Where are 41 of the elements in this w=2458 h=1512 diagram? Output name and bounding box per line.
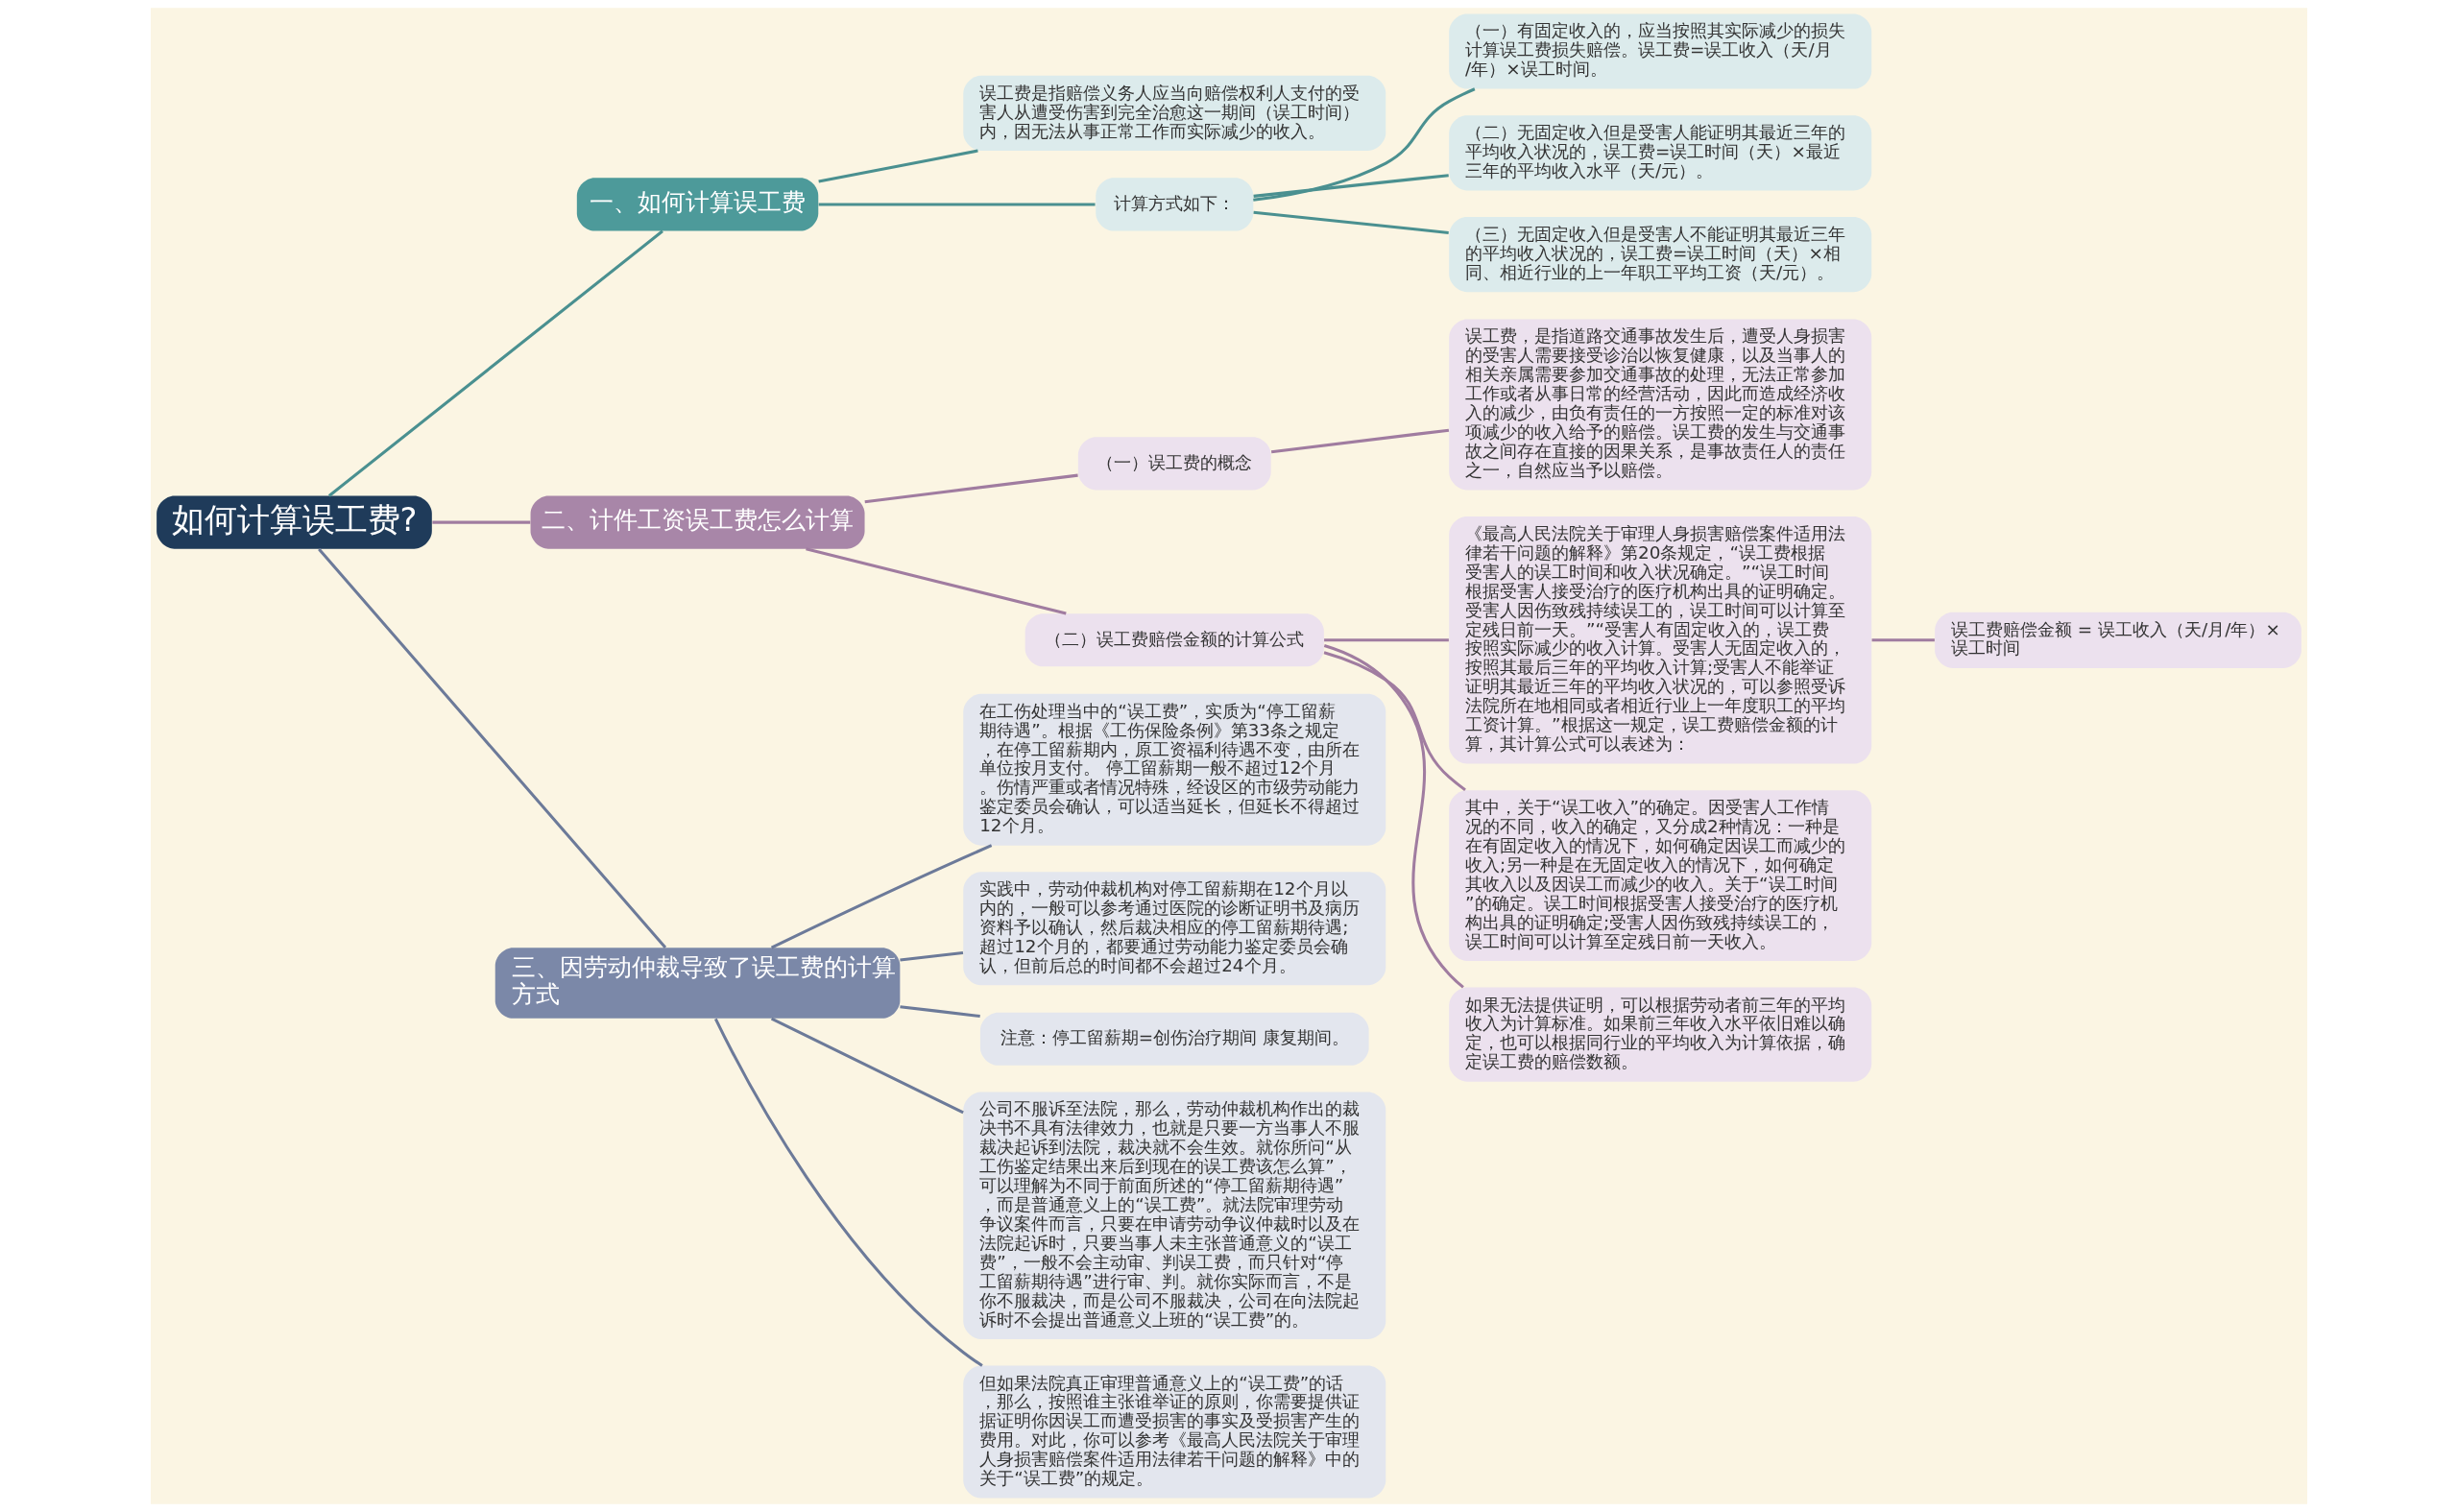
connector: [327, 229, 663, 497]
connector: [318, 548, 667, 949]
node-box: （二）误工费赔偿金额的计算公式: [1024, 613, 1324, 667]
connector: [818, 149, 978, 183]
connector: [900, 950, 964, 962]
node-box: 一、如何计算误工费: [576, 178, 819, 231]
connector: [1323, 644, 1464, 989]
connector: [432, 520, 531, 524]
connector: [1253, 210, 1449, 234]
node-box: 误工费是指赔偿义务人应当向赔偿权利人支付的受害人从遭受伤害到完全治愈这一期间（误工时间）内，因无法从事正常工作而实际减少的收入。: [963, 75, 1386, 151]
node-box: 计算方式如下：: [1096, 178, 1254, 231]
node-box: 其中，关于“误工收入”的确定。因受害人工作情况的不同，收入的确定，又分成2种情况：一种是在有固定收入的情况下，如何确定因误工而减少的收入;另一种是在无固定收入的情况下，如何确定其收入以及因误工而减少的收入。关于“误工时间”的确定。误工时间根据受害人接受治疗的医疗机构出具的证明确定;受害人因伤致残持续误工的，误工时间可以计算至定残日前一天收入。: [1449, 790, 1872, 961]
connector: [1253, 174, 1449, 198]
connector: [770, 844, 993, 949]
connector: [1871, 638, 1935, 642]
node-box: 但如果法院真正审理普通意义上的“误工费”的话，那么，按照谁主张谁举证的原则，你需要提供证据证明你因误工而遭受损害的事实及受损害产生的费用。对此，你可以参考《最高人民法院关于审理人身损害赔偿案件适用法律若干问题的解释》中的关于“误工费”的规定。: [963, 1365, 1386, 1499]
node-box: 误工费，是指道路交通事故发生后，遭受人身损害的受害人需要接受诊治以恢复健康，以及当事人的相关亲属需要参加交通事故的处理，无法正常参加工作或者从事日常的经营活动，因此而造成经济收入的减少，由负有责任的一方按照一定的标准对该项减少的收入给予的赔偿。误工费的发生与交通事故之间存在直接的因果关系，是事故责任人的责任之一，自然应当予以赔偿。: [1449, 319, 1872, 491]
node-box: （一）有固定收入的，应当按照其实际减少的损失计算误工费损失赔偿。误工费=误工收入（天/月/年）×误工时间。: [1449, 13, 1872, 89]
connector: [713, 1018, 983, 1367]
connector: [1324, 638, 1449, 642]
connector: [1253, 87, 1476, 202]
connector: [1270, 428, 1450, 454]
node-box: 如何计算误工费?: [157, 495, 432, 549]
connector: [1323, 651, 1466, 792]
node-box: 如果无法提供证明，可以根据劳动者前三年的平均收入为计算标准。如果前三年收入水平依旧难以确定，也可以根据同行业的平均收入为计算依据，确定误工费的赔偿数额。: [1449, 987, 1872, 1082]
connector: [864, 473, 1078, 504]
node-box: 在工伤处理当中的“误工费”，实质为“停工留薪期待遇”。根据《工伤保险条例》第33条之规定，在停工留薪期内，原工资福利待遇不变，由所在单位按月支付。 停工留薪期一般不超过12个月。伤情严重或者情况特殊，经设区的市级劳动能力鉴定委员会确认，可以适当延长，但延长不得超过12个月。: [963, 693, 1386, 846]
node-box: 注意：停工留薪期=创伤治疗期间 康复期间。: [979, 1012, 1369, 1066]
node-box: 误工费赔偿金额 = 误工收入（天/月/年）× 误工时间: [1935, 612, 2301, 668]
connector: [806, 547, 1067, 615]
node-box: 公司不服诉至法院，那么，劳动仲裁机构作出的裁决书不具有法律效力，也就是只要一方当事人不服裁决起诉到法院，裁决就不会生效。就你所问“从工伤鉴定结果出来后到现在的误工费该怎么算”，可以理解为不同于前面所述的“停工留薪期待遇”，而是普通意义上的“误工费”。就法院审理劳动争议案件而言，只要在申请劳动争议仲裁时以及在法院起诉时，只要当事人未主张普通意义的“误工费”，一般不会主动审、判误工费，而只针对“停工留薪期待遇”进行审、判。就你实际而言，不是你不服裁决，而是公司不服裁决，公司在向法院起诉时不会提出普通意义上班的“误工费”的。: [963, 1092, 1386, 1339]
connector: [900, 1005, 980, 1019]
node-box: （一）误工费的概念: [1077, 437, 1271, 491]
node-box: 三、因劳动仲裁导致了误工费的计算方式: [494, 948, 901, 1019]
node-box: 实践中，劳动仲裁机构对停工留薪期在12个月以内的，一般可以参考通过医院的诊断证明书及病历资料予以确认，然后裁决相应的停工留薪期待遇;超过12个月的，都要通过劳动能力鉴定委员会确认，但前后总的时间都不会超过24个月。: [963, 872, 1386, 986]
node-box: 二、计件工资误工费怎么计算: [530, 495, 865, 549]
connector: [770, 1017, 964, 1115]
node-box: （三）无固定收入但是受害人不能证明其最近三年的平均收入状况的，误工费=误工时间（天）×相同、相近行业的上一年职工平均工资（天/元）。: [1449, 217, 1872, 293]
node-box: 《最高人民法院关于审理人身损害赔偿案件适用法律若干问题的解释》第20条规定，“误工费根据受害人的误工时间和收入状况确定。”“误工时间根据受害人接受治疗的医疗机构出具的证明确定。受害人因伤致残持续误工的，误工时间可以计算至定残日前一天。”“受害人有固定收入的，误工费按照实际减少的收入计算。受害人无固定收入的，按照其最后三年的平均收入计算;受害人不能举证证明其最近三年的平均收入状况的，可以参照受诉法院所在地相同或者相近行业上一年度职工的平均工资计算。”根据这一规定，误工费赔偿金额的计算，其计算公式可以表述为：: [1449, 516, 1872, 764]
node-box: （二）无固定收入但是受害人能证明其最近三年的平均收入状况的，误工费=误工时间（天）×最近三年的平均收入水平（天/元）。: [1449, 115, 1872, 191]
connector: [818, 203, 1096, 206]
